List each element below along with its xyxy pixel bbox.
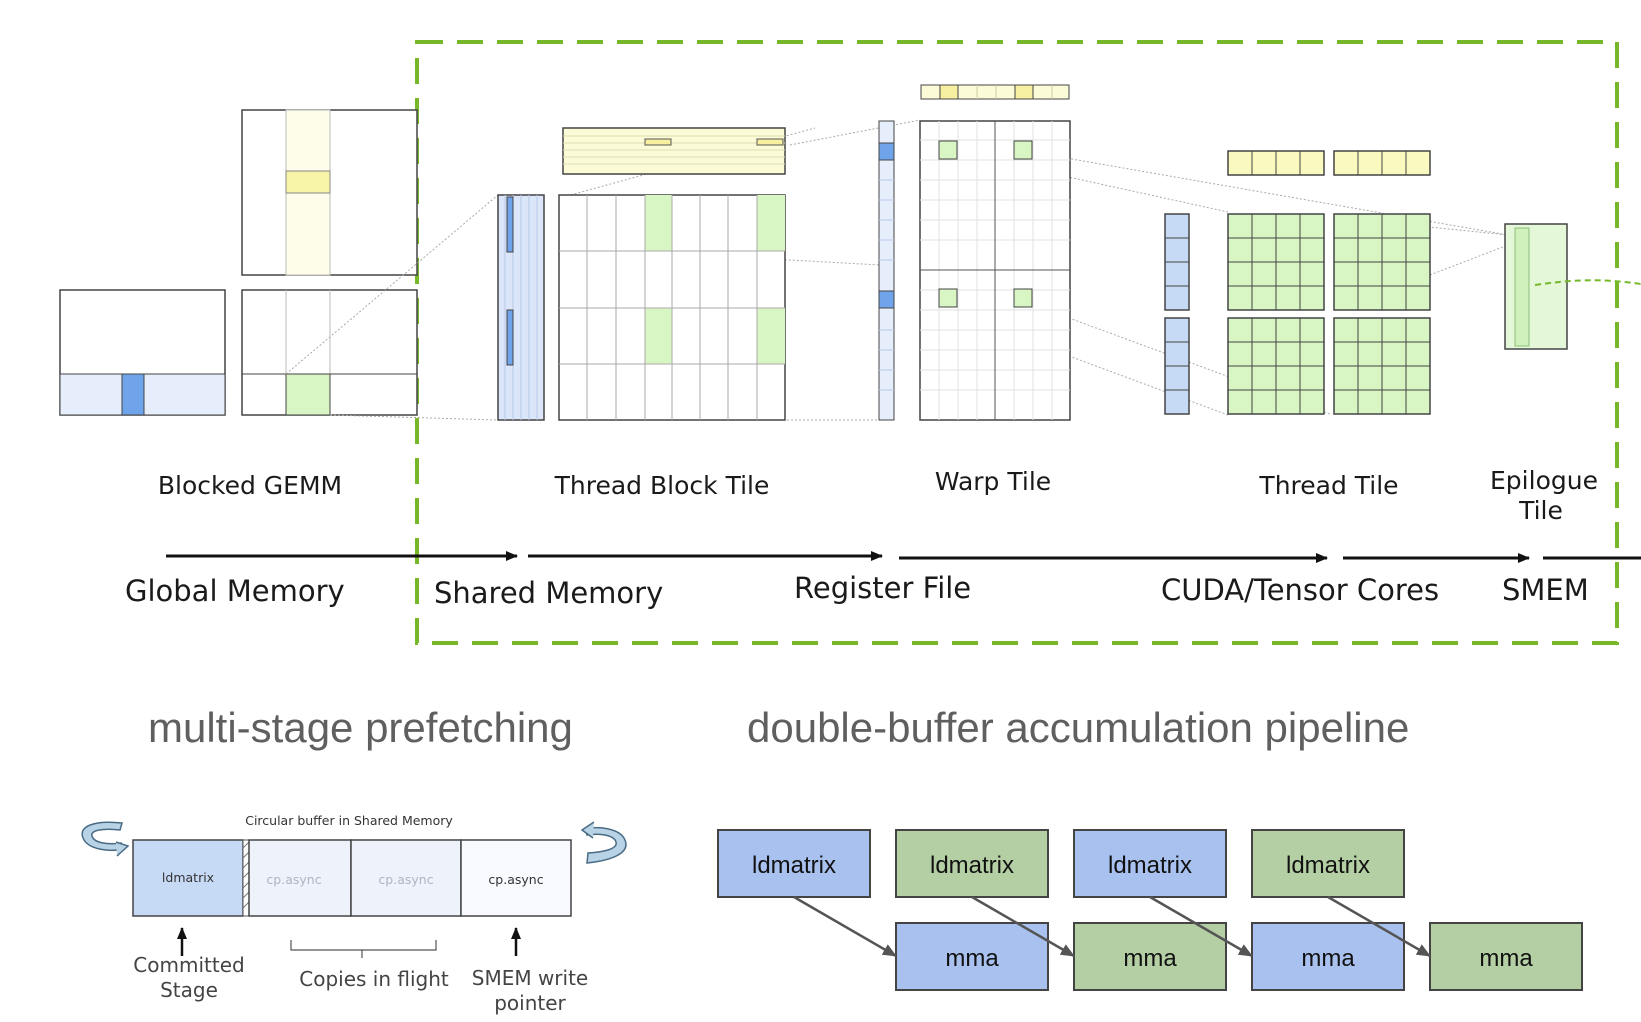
buffer-cell-ldmatrix bbox=[132, 839, 244, 917]
stage-label-thread-tile: Thread Tile bbox=[1258, 471, 1398, 500]
pipeline-mma-3 bbox=[1251, 922, 1405, 991]
pipeline-group: ldmatrix ldmatrix ldmatrix ldmatrix mma … bbox=[717, 829, 1583, 991]
buffer-cell-label-2: cp.async bbox=[378, 872, 433, 887]
pipeline-ldmatrix-label-4: ldmatrix bbox=[1286, 852, 1370, 879]
committed-stage-label-1: Committed bbox=[133, 953, 244, 977]
buffer-cell-cp-async-3 bbox=[460, 839, 572, 917]
copies-brace bbox=[290, 940, 437, 958]
blocked-gemm-group bbox=[59, 109, 418, 416]
thread-block-tile-group bbox=[497, 127, 786, 421]
smem-write-pointer-label-2: pointer bbox=[494, 991, 566, 1015]
buffer-cell-label-0: ldmatrix bbox=[162, 870, 214, 885]
stage-label-warp-tile: Warp Tile bbox=[935, 467, 1051, 496]
pipeline-mma-4 bbox=[1429, 922, 1583, 991]
pipeline-ldmatrix-label-1: ldmatrix bbox=[752, 852, 836, 879]
pipeline-mma-label-4: mma bbox=[1479, 945, 1533, 972]
committed-stage-label-2: Stage bbox=[160, 978, 218, 1002]
pipeline-mma-label-2: mma bbox=[1123, 945, 1177, 972]
stage-label-thread-block-tile: Thread Block Tile bbox=[554, 471, 770, 500]
copies-in-flight-label: Copies in flight bbox=[299, 967, 449, 991]
pipeline-ldmatrix-3 bbox=[1073, 829, 1227, 898]
buffer-cell-label-3: cp.async bbox=[488, 872, 543, 887]
pipeline-ldmatrix-2 bbox=[895, 829, 1049, 898]
wrap-arrow-right-icon bbox=[580, 821, 627, 864]
buffer-cell-cp-async-1 bbox=[248, 839, 352, 917]
stage-label-blocked-gemm: Blocked GEMM bbox=[158, 471, 342, 500]
buffer-cell-label-1: cp.async bbox=[266, 872, 321, 887]
smem-write-pointer-label-1: SMEM write bbox=[472, 966, 588, 990]
circular-buffer-group: Circular buffer in Shared Memory ldmatri… bbox=[81, 813, 627, 1015]
epilogue-tile-group bbox=[1504, 223, 1641, 350]
stage-label-tile: Tile bbox=[1518, 496, 1563, 525]
section-title-multi-stage: multi-stage prefetching bbox=[148, 704, 573, 751]
memory-label-shared: Shared Memory bbox=[434, 576, 663, 610]
memory-label-smem: SMEM bbox=[1502, 573, 1589, 607]
warp-tile-group bbox=[878, 84, 1071, 421]
stage-label-epilogue: Epilogue bbox=[1490, 466, 1598, 495]
pipeline-ldmatrix-1 bbox=[717, 829, 871, 898]
pipeline-ldmatrix-4 bbox=[1251, 829, 1405, 898]
thread-tile-group bbox=[1164, 150, 1431, 415]
pipeline-mma-label-3: mma bbox=[1301, 945, 1355, 972]
pipeline-arrows bbox=[793, 895, 1431, 958]
pipeline-mma-label-1: mma bbox=[945, 945, 999, 972]
circular-buffer-title: Circular buffer in Shared Memory bbox=[245, 813, 453, 828]
memory-label-register-file: Register File bbox=[794, 571, 971, 605]
memory-flow-arrows bbox=[166, 551, 1641, 563]
pipeline-ldmatrix-label-3: ldmatrix bbox=[1108, 852, 1192, 879]
pipeline-mma-1 bbox=[895, 922, 1049, 991]
memory-label-cuda-tensor-cores: CUDA/Tensor Cores bbox=[1161, 573, 1439, 607]
buffer-cell-cp-async-2 bbox=[350, 839, 462, 917]
section-title-double-buffer: double-buffer accumulation pipeline bbox=[747, 704, 1409, 751]
wrap-arrow-left-icon bbox=[81, 821, 130, 857]
memory-label-global: Global Memory bbox=[125, 574, 345, 608]
pipeline-ldmatrix-label-2: ldmatrix bbox=[930, 852, 1014, 879]
